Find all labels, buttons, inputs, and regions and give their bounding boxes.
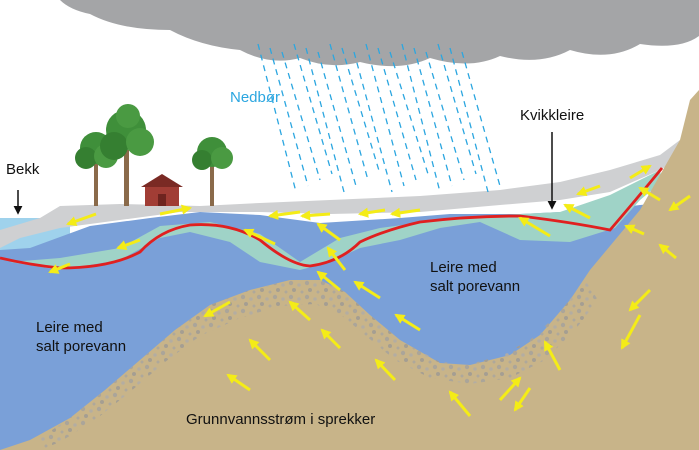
- arrow-icon: [267, 209, 301, 220]
- arrow-icon: [116, 238, 141, 251]
- arrow-icon: [448, 390, 472, 417]
- arrow-icon: [288, 300, 312, 322]
- arrow-icon: [248, 338, 272, 362]
- arrow-icon: [394, 313, 421, 332]
- arrow-icon: [374, 358, 397, 382]
- arrow-icon: [563, 203, 591, 220]
- groundwater-flow-arrows: [48, 164, 691, 417]
- house-icon: [141, 174, 183, 206]
- salt-clay-right-label-line1: Leire med: [430, 259, 497, 276]
- arrow-icon: [576, 184, 601, 197]
- arrow-icon: [543, 340, 562, 371]
- arrow-icon: [159, 204, 193, 216]
- tree-icon: [100, 104, 154, 206]
- arrow-icon: [320, 328, 342, 350]
- groundwater-label: Grunnvannsstrøm i sprekker: [186, 411, 376, 428]
- tree-icon: [192, 137, 233, 206]
- arrow-icon: [389, 207, 421, 218]
- arrow-icon: [357, 207, 386, 218]
- arrow-icon: [226, 373, 251, 392]
- arrow-icon: [658, 243, 677, 260]
- arrow-icon: [638, 186, 661, 202]
- arrow-icon: [629, 164, 652, 180]
- salt-clay-left-label-line2: salt porevann: [36, 338, 127, 355]
- rain-icon: [257, 43, 501, 193]
- arrow-icon: [518, 216, 551, 238]
- cloud-icon: [60, 0, 699, 67]
- gravel-band: [40, 280, 598, 450]
- rain-label: Nedbør: [230, 89, 281, 106]
- surface-crust: [0, 130, 699, 248]
- arrow-icon: [620, 314, 642, 350]
- arrow-icon: [624, 224, 645, 236]
- arrow-icon: [353, 280, 381, 300]
- arrow-icon: [498, 376, 522, 402]
- arrow-icon: [48, 262, 71, 274]
- arrow-icon: [66, 212, 97, 227]
- arrow-icon: [203, 300, 231, 318]
- arrow-icon: [316, 270, 341, 292]
- salt-clay-left-label-line1: Leire med: [36, 319, 103, 336]
- salt-clay-right-label-line2: salt porevann: [430, 278, 521, 295]
- quick-clay-label: Kvikkleire: [520, 107, 585, 124]
- slip-surface-line: [0, 167, 664, 270]
- stream-label: Bekk: [6, 161, 40, 178]
- arrow-icon: [628, 288, 652, 312]
- arrow-icon: [513, 387, 532, 412]
- arrow-icon: [243, 228, 276, 246]
- arrow-icon: [668, 194, 691, 212]
- arrow-icon: [299, 210, 331, 221]
- arrow-icon: [316, 222, 341, 242]
- arrow-icon: [326, 246, 347, 271]
